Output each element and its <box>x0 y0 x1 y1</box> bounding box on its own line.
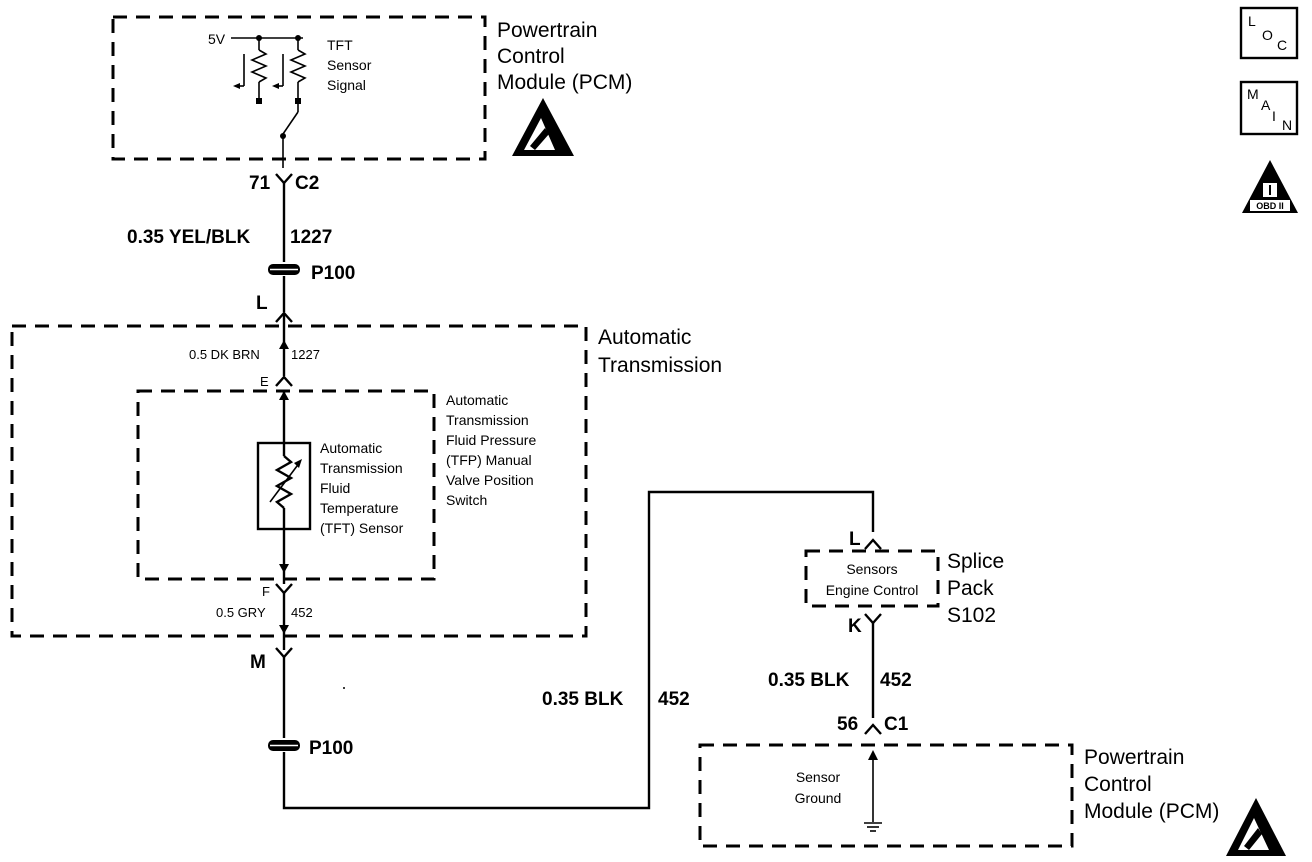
wire-long-label: 0.35 BLK <box>542 689 624 710</box>
p100-bottom-label: P100 <box>309 738 353 759</box>
tft-line-1: Automatic <box>320 440 382 456</box>
wire-right-label: 0.35 BLK <box>768 670 850 691</box>
wire-right-circuit: 452 <box>880 670 912 691</box>
wire-top-circuit: 1227 <box>290 227 332 248</box>
pin-l-top-connector <box>275 311 293 323</box>
splice-inner-2: Engine Control <box>826 582 919 598</box>
tft-line-4: Temperature <box>320 500 399 516</box>
pcm-top-title-3: Module (PCM) <box>497 71 632 94</box>
connector-c2-name: C2 <box>295 173 319 194</box>
pin-e: E <box>260 374 269 389</box>
pcm-bottom-title-3: Module (PCM) <box>1084 800 1219 823</box>
connector-c1 <box>864 723 882 735</box>
wire-long-circuit: 452 <box>658 689 690 710</box>
pass-through-p100-top: P100 <box>268 263 355 312</box>
pcm-bottom-title-1: Powertrain <box>1084 746 1184 769</box>
splice-pin-l-connector <box>864 538 882 550</box>
splice-pin-k-connector <box>864 613 882 625</box>
tfp-line-1: Automatic <box>446 392 508 408</box>
svg-text:L: L <box>1248 13 1256 29</box>
arrow-down-icon <box>279 564 289 573</box>
tft-line-2: Transmission <box>320 460 403 476</box>
pcm-top-title-1: Powertrain <box>497 19 597 42</box>
tfp-line-2: Transmission <box>446 412 529 428</box>
splice-pin-l: L <box>849 529 861 550</box>
tfp-switch-box <box>136 389 436 581</box>
splice-box <box>804 549 940 608</box>
pass-through-p100-bottom: P100 <box>268 738 353 759</box>
wire-inner-bottom-label: 0.5 GRY <box>216 605 266 620</box>
pcm-top-box <box>111 15 487 161</box>
tft-line-3: Fluid <box>320 480 350 496</box>
splice-inner-1: Sensors <box>846 561 897 577</box>
tft-signal-line-1: TFT <box>327 37 353 53</box>
connector-c2: 71 C2 <box>249 173 319 262</box>
connector-c1-pin: 56 <box>837 714 858 735</box>
splice-title-3: S102 <box>947 604 996 627</box>
pcm-internal-circuit: 5V TFT Sensor Signal <box>208 31 372 168</box>
connector-c1-name: C1 <box>884 714 909 735</box>
splice-title-1: Splice <box>947 550 1004 573</box>
wire-top-label: 0.35 YEL/BLK <box>127 227 250 248</box>
arrow-up-icon <box>279 391 289 400</box>
tfp-line-4: (TFP) Manual <box>446 452 532 468</box>
obd-ii-icon[interactable]: OBD II <box>1242 160 1298 213</box>
pin-l-top: L <box>256 293 268 314</box>
tft-signal-line-2: Sensor <box>327 57 372 73</box>
ground-icon <box>864 750 882 832</box>
wire-long-blk <box>282 490 875 810</box>
auto-trans-box <box>10 324 588 638</box>
pcm-top-title-2: Control <box>497 45 565 68</box>
splice-pin-k: K <box>848 616 862 637</box>
svg-text:M: M <box>1247 86 1259 102</box>
connector-c2-pin: 71 <box>249 173 271 194</box>
tfp-line-5: Valve Position <box>446 472 534 488</box>
tfp-line-3: Fluid Pressure <box>446 432 536 448</box>
tft-line-5: (TFT) Sensor <box>320 520 404 536</box>
tft-thermistor-icon <box>256 441 312 531</box>
esd-warning-icon <box>1226 798 1286 856</box>
wire-inner-bottom-circuit: 452 <box>291 605 313 620</box>
splice-title-2: Pack <box>947 577 994 600</box>
svg-text:A: A <box>1261 97 1271 113</box>
wire-inner-top-circuit: 1227 <box>291 347 320 362</box>
arrow-up-icon <box>279 340 289 349</box>
voltage-5v: 5V <box>208 31 226 47</box>
svg-text:O: O <box>1262 27 1273 43</box>
arrow-down-icon <box>279 625 289 634</box>
wire-inner-top-label: 0.5 DK BRN <box>189 347 260 362</box>
auto-trans-title-2: Transmission <box>598 354 722 377</box>
tft-signal-line-3: Signal <box>327 77 366 93</box>
tfp-line-6: Switch <box>446 492 487 508</box>
pin-m: M <box>250 652 266 673</box>
esd-warning-icon <box>512 98 574 156</box>
pin-f-connector <box>275 583 293 595</box>
auto-trans-title-1: Automatic <box>598 326 691 349</box>
svg-text:C: C <box>1277 37 1287 53</box>
svg-text:I: I <box>1272 108 1276 124</box>
pin-f: F <box>262 584 270 599</box>
loc-icon[interactable]: L O C <box>1239 6 1299 60</box>
svg-text:N: N <box>1282 117 1292 133</box>
pcm-bottom-title-2: Control <box>1084 773 1152 796</box>
p100-top-label: P100 <box>311 263 355 284</box>
stray-dot <box>343 687 345 689</box>
pcm-bottom-box <box>698 743 1074 848</box>
svg-text:OBD II: OBD II <box>1256 201 1284 211</box>
pin-e-connector <box>275 375 293 387</box>
main-icon[interactable]: M A I N <box>1239 80 1299 136</box>
sensor-ground-2: Ground <box>795 790 842 806</box>
sensor-ground-1: Sensor <box>796 769 841 785</box>
